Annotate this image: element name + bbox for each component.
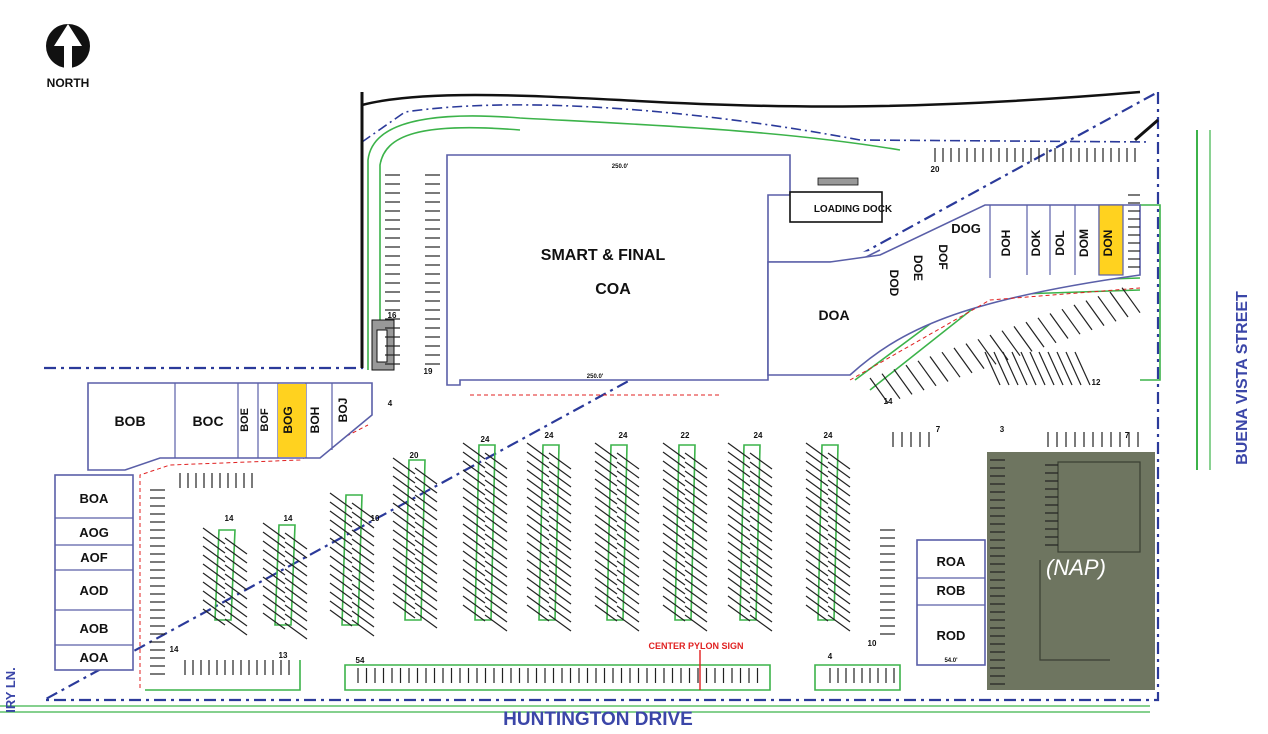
street-huntington: HUNTINGTON DRIVE — [503, 709, 693, 730]
svg-text:10: 10 — [371, 514, 380, 523]
do-building: DOA DOD DOE DOF DOG DOH DOK DOL DOM DON — [767, 204, 1141, 376]
svg-text:19: 19 — [424, 367, 433, 376]
nap-parcel: (NAP) — [987, 452, 1155, 690]
unit-roa[interactable]: ROA — [937, 554, 967, 569]
svg-text:24: 24 — [824, 431, 833, 440]
loading-dock-label: LOADING DOCK — [814, 204, 893, 215]
svg-text:20: 20 — [410, 451, 419, 460]
street-buena-vista: BUENA VISTA STREET — [1234, 291, 1251, 465]
dim-bottom: 250.0' — [587, 374, 604, 380]
unit-dog[interactable]: DOG — [951, 221, 981, 236]
unit-aob[interactable]: AOB — [80, 621, 109, 636]
unit-boa[interactable]: BOA — [80, 491, 110, 506]
center-pylon-sign[interactable]: CENTER PYLON SIGN — [648, 641, 744, 690]
north-boundary — [361, 104, 1151, 143]
svg-text:10: 10 — [868, 639, 877, 648]
anchor-building-coa[interactable]: SMART & FINAL COA 250.0' 250.0' — [446, 154, 881, 386]
unit-bof[interactable]: BOF — [259, 408, 271, 432]
anchor-west-stalls — [385, 174, 440, 365]
unit-don-highlight[interactable] — [1098, 204, 1124, 276]
svg-text:7: 7 — [1125, 431, 1130, 440]
svg-text:7: 7 — [936, 425, 941, 434]
unit-aod[interactable]: AOD — [80, 583, 109, 598]
anchor-code: COA — [595, 281, 631, 298]
unit-rob[interactable]: ROB — [937, 583, 966, 598]
svg-text:24: 24 — [754, 431, 763, 440]
svg-text:14: 14 — [284, 514, 293, 523]
unit-aof[interactable]: AOF — [80, 550, 108, 565]
svg-text:14: 14 — [884, 397, 893, 406]
unit-dom[interactable]: DOM — [1077, 229, 1091, 257]
unit-dol[interactable]: DOL — [1053, 230, 1067, 255]
bo-building: BOB BOC BOE BOF BOG BOH BOJ — [87, 382, 373, 471]
unit-doe[interactable]: DOE — [911, 255, 925, 281]
unit-aoa[interactable]: AOA — [80, 650, 110, 665]
svg-text:24: 24 — [619, 431, 628, 440]
unit-rod[interactable]: ROD — [937, 628, 966, 643]
svg-text:20: 20 — [931, 165, 940, 174]
dim-rod: 54.0' — [944, 658, 958, 664]
north-arrow-icon — [46, 24, 90, 68]
unit-boh[interactable]: BOH — [308, 407, 322, 434]
unit-boj[interactable]: BOJ — [336, 398, 350, 423]
svg-text:22: 22 — [681, 431, 690, 440]
nap-label: (NAP) — [1046, 555, 1106, 580]
parking-rows — [202, 287, 1141, 640]
svg-text:14: 14 — [170, 645, 179, 654]
svg-text:24: 24 — [545, 431, 554, 440]
unit-aog[interactable]: AOG — [79, 525, 109, 540]
unit-don[interactable]: DON — [1101, 230, 1115, 257]
dim-top: 250.0' — [612, 164, 629, 170]
unit-doh[interactable]: DOH — [999, 230, 1013, 257]
stall-counts: 14 14 10 20 24 24 24 22 24 24 7 3 7 14 1… — [170, 165, 1130, 665]
unit-dod[interactable]: DOD — [887, 270, 901, 297]
unit-bog[interactable]: BOG — [281, 406, 295, 433]
ro-building: ROA ROB ROD 54.0' — [916, 539, 986, 666]
svg-text:12: 12 — [1092, 378, 1101, 387]
street-west: IRY LN. — [3, 667, 18, 713]
svg-text:4: 4 — [388, 399, 393, 408]
svg-text:14: 14 — [225, 514, 234, 523]
svg-text:4: 4 — [828, 652, 833, 661]
unit-boe[interactable]: BOE — [239, 408, 251, 432]
north-label: NORTH — [47, 76, 90, 90]
unit-doa[interactable]: DOA — [818, 307, 849, 323]
svg-text:16: 16 — [388, 311, 397, 320]
svg-text:24: 24 — [481, 435, 490, 444]
unit-bob[interactable]: BOB — [114, 413, 145, 429]
unit-dof[interactable]: DOF — [936, 244, 950, 269]
loading-dock: LOADING DOCK — [789, 177, 893, 223]
unit-boc[interactable]: BOC — [192, 413, 223, 429]
unit-dok[interactable]: DOK — [1029, 229, 1043, 256]
pylon-sign-label: CENTER PYLON SIGN — [648, 641, 743, 651]
anchor-name: SMART & FINAL — [541, 247, 666, 264]
unit-bog-highlight[interactable] — [278, 384, 306, 457]
svg-text:13: 13 — [279, 651, 288, 660]
svg-text:54: 54 — [356, 656, 365, 665]
west-building: BOA AOG AOF AOD AOB AOA — [54, 474, 134, 671]
svg-text:3: 3 — [1000, 425, 1005, 434]
